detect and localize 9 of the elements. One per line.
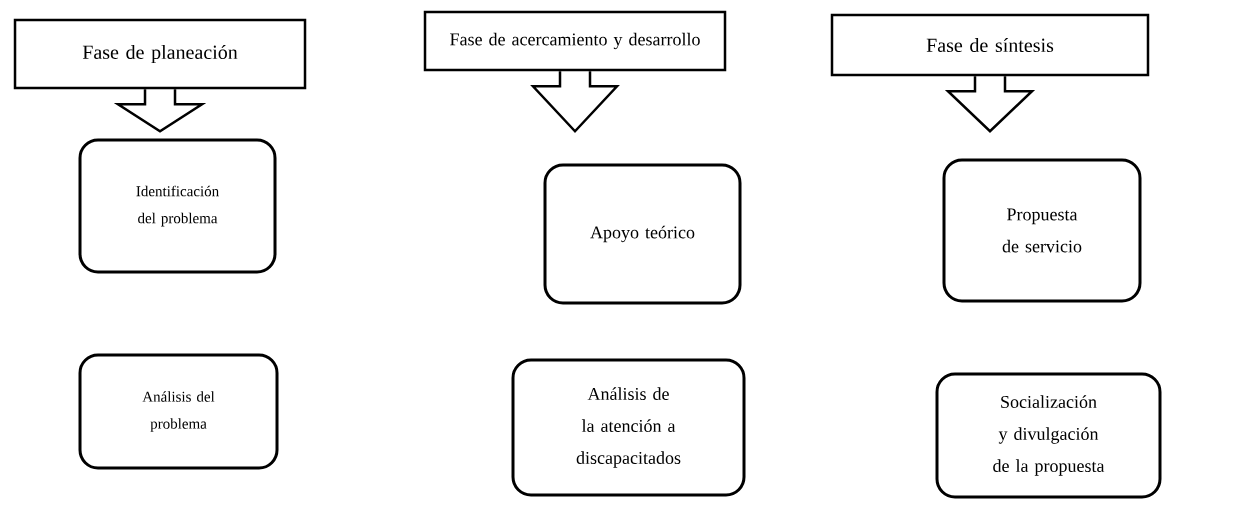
process-box: Identificación del problema <box>78 138 277 274</box>
callout-box: Fase de planeación <box>13 18 307 133</box>
process-box: Apoyo teórico <box>543 163 742 305</box>
callout-box: Fase de síntesis <box>830 13 1150 133</box>
callout-box: Fase de acercamiento y desarrollo <box>423 10 727 134</box>
process-box: Análisis de la atención a discapacitados <box>511 358 746 497</box>
process-box: Análisis del problema <box>78 353 279 470</box>
process-box: Socialización y divulgación de la propuesta <box>935 372 1162 499</box>
process-box: Propuesta de servicio <box>942 158 1142 303</box>
